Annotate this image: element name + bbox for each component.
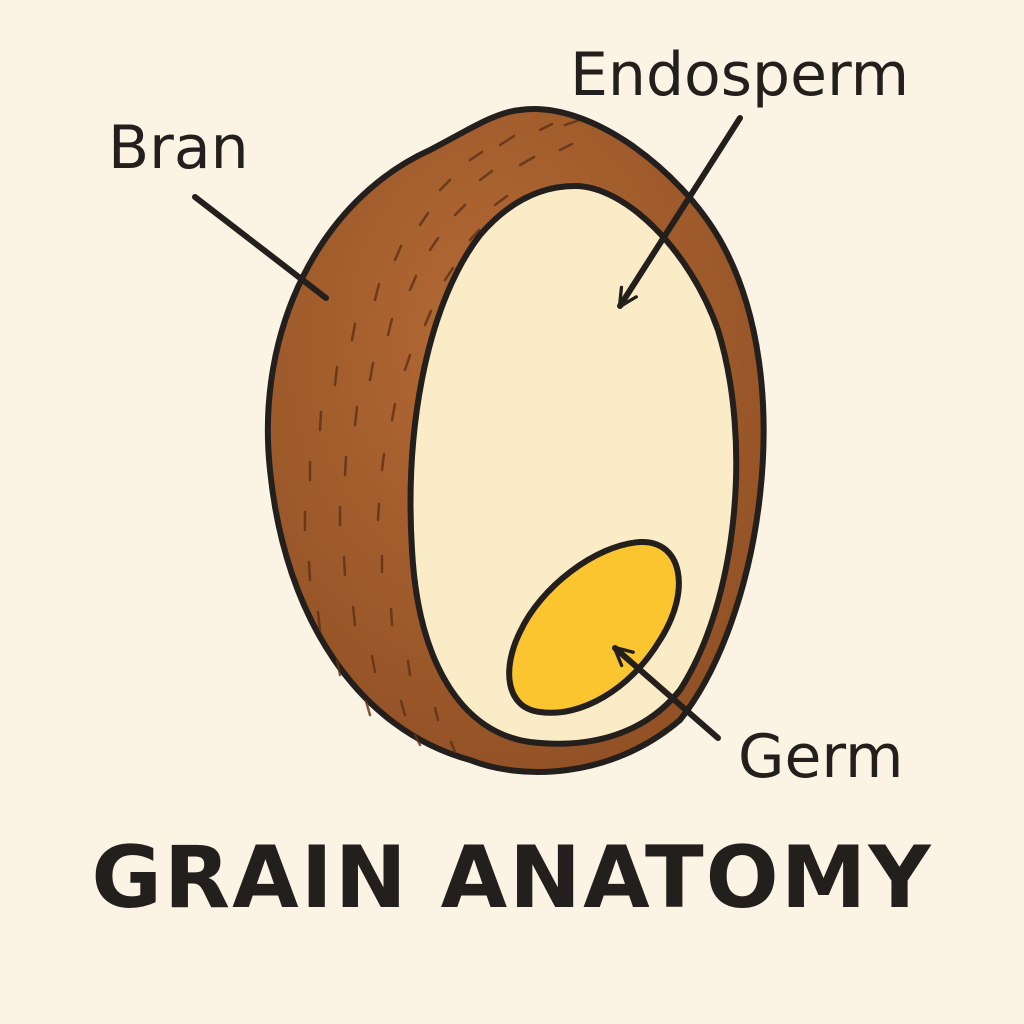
bran-texture <box>303 119 579 754</box>
bran-leader-line <box>192 194 329 301</box>
endosperm-arrow <box>617 115 743 309</box>
germ-label: Germ <box>738 722 904 792</box>
endosperm-label: Endosperm <box>570 40 910 110</box>
bran-label: Bran <box>108 113 249 183</box>
germ-arrow <box>612 645 721 741</box>
diagram-title: GRAIN ANATOMY <box>91 828 933 928</box>
